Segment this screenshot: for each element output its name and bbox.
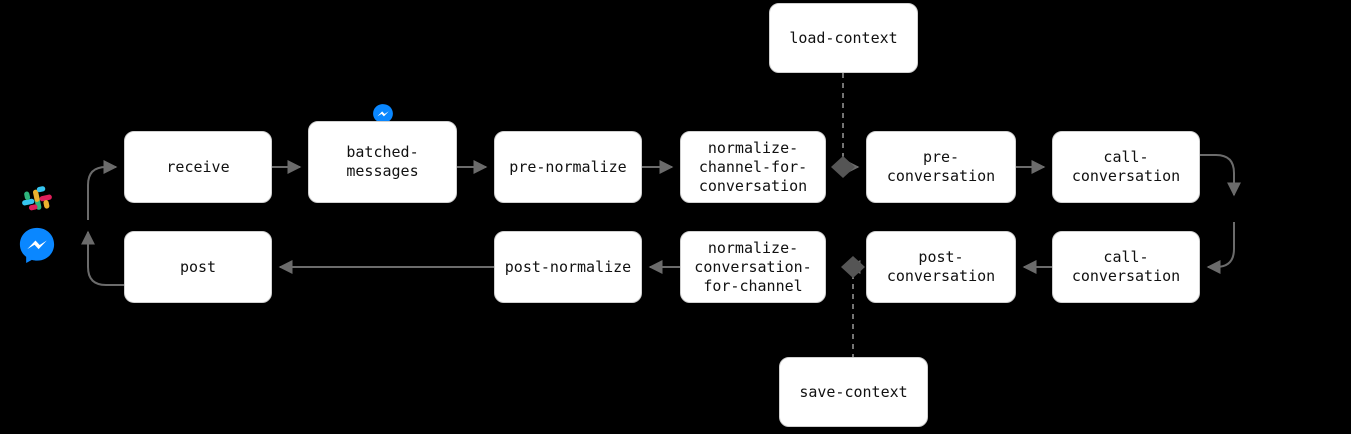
edge-wrap-into-callbottom [1206,222,1235,274]
node-post-conversation[interactable]: post- conversation [866,231,1016,303]
post-conversation-diamond-icon [841,256,865,278]
node-pre-normalize[interactable]: pre-normalize [494,131,642,203]
node-call-conversation-top[interactable]: call- conversation [1052,131,1200,203]
node-post[interactable]: post [124,231,272,303]
pre-conversation-diamond-icon [831,156,855,178]
messenger-badge-icon [372,103,394,125]
edge-sources-to-receive [87,160,118,220]
node-load-context[interactable]: load-context [769,3,918,73]
node-normalize-channel-for-conversation[interactable]: normalize- channel-for- conversation [680,131,826,203]
node-receive[interactable]: receive [124,131,272,203]
node-save-context[interactable]: save-context [779,357,928,427]
node-post-normalize[interactable]: post-normalize [494,231,642,303]
node-pre-conversation[interactable]: pre- conversation [866,131,1016,203]
slack-icon [18,181,56,219]
edge-calltop-to-callbottom [1200,154,1241,197]
node-call-conversation-bottom[interactable]: call- conversation [1052,231,1200,303]
node-batched-messages[interactable]: batched- messages [308,121,457,203]
node-normalize-conversation-for-channel[interactable]: normalize- conversation- for-channel [680,231,826,303]
edge-post-to-sources [81,230,124,286]
messenger-icon [18,226,56,264]
